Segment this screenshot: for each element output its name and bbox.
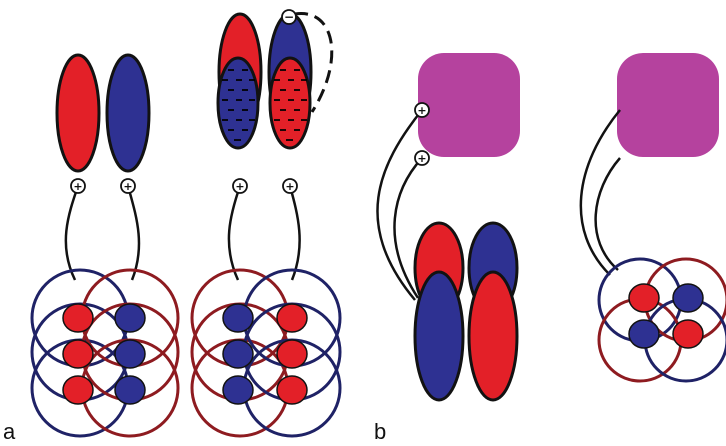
blue-particle bbox=[115, 340, 145, 368]
red-particle bbox=[277, 340, 307, 368]
blue-lobe bbox=[107, 55, 149, 171]
panel-b-label: b bbox=[374, 421, 386, 443]
red-particle bbox=[277, 304, 307, 332]
blue-particle bbox=[223, 304, 253, 332]
panel-a-label: a bbox=[3, 421, 15, 443]
red-shifted-lobe bbox=[270, 58, 310, 148]
lattice-left bbox=[32, 270, 178, 436]
purple-electrode bbox=[418, 53, 520, 157]
blue-lobe bbox=[415, 272, 463, 400]
neutral-pair: + + bbox=[57, 55, 149, 280]
red-lobe bbox=[469, 272, 517, 400]
red-particle bbox=[63, 304, 93, 332]
panel-a: + + bbox=[32, 10, 340, 436]
blue-particle bbox=[115, 304, 145, 332]
tether-inner bbox=[596, 158, 620, 270]
red-particle bbox=[277, 376, 307, 404]
red-particle bbox=[63, 376, 93, 404]
minus-charge-icon: − bbox=[284, 10, 294, 24]
electrode-with-cluster bbox=[581, 53, 726, 381]
red-lobe bbox=[57, 55, 99, 171]
plus-charge-icon: + bbox=[285, 180, 294, 193]
red-particle bbox=[63, 340, 93, 368]
plus-charge-icon: + bbox=[73, 180, 82, 193]
purple-electrode bbox=[617, 53, 719, 157]
tether-right bbox=[290, 186, 300, 280]
blue-particle bbox=[673, 284, 703, 312]
panel-b: + + bbox=[377, 53, 726, 400]
plus-charge-icon: + bbox=[123, 180, 132, 193]
red-particle bbox=[673, 320, 703, 348]
lattice-right bbox=[192, 270, 340, 436]
blue-particle bbox=[115, 376, 145, 404]
blue-shifted-lobe bbox=[218, 58, 258, 148]
polarized-pair: − + + bbox=[218, 10, 332, 280]
plus-charge-icon: + bbox=[417, 104, 426, 117]
blue-particle bbox=[223, 340, 253, 368]
red-particle bbox=[629, 284, 659, 312]
tether-right bbox=[128, 186, 139, 280]
electrode-with-pair: + + bbox=[377, 53, 520, 400]
plus-charge-icon: + bbox=[235, 180, 244, 193]
tether-left bbox=[66, 186, 78, 280]
plus-charge-icon: + bbox=[417, 152, 426, 165]
blue-particle bbox=[629, 320, 659, 348]
tether-left bbox=[229, 186, 240, 280]
blue-particle bbox=[223, 376, 253, 404]
